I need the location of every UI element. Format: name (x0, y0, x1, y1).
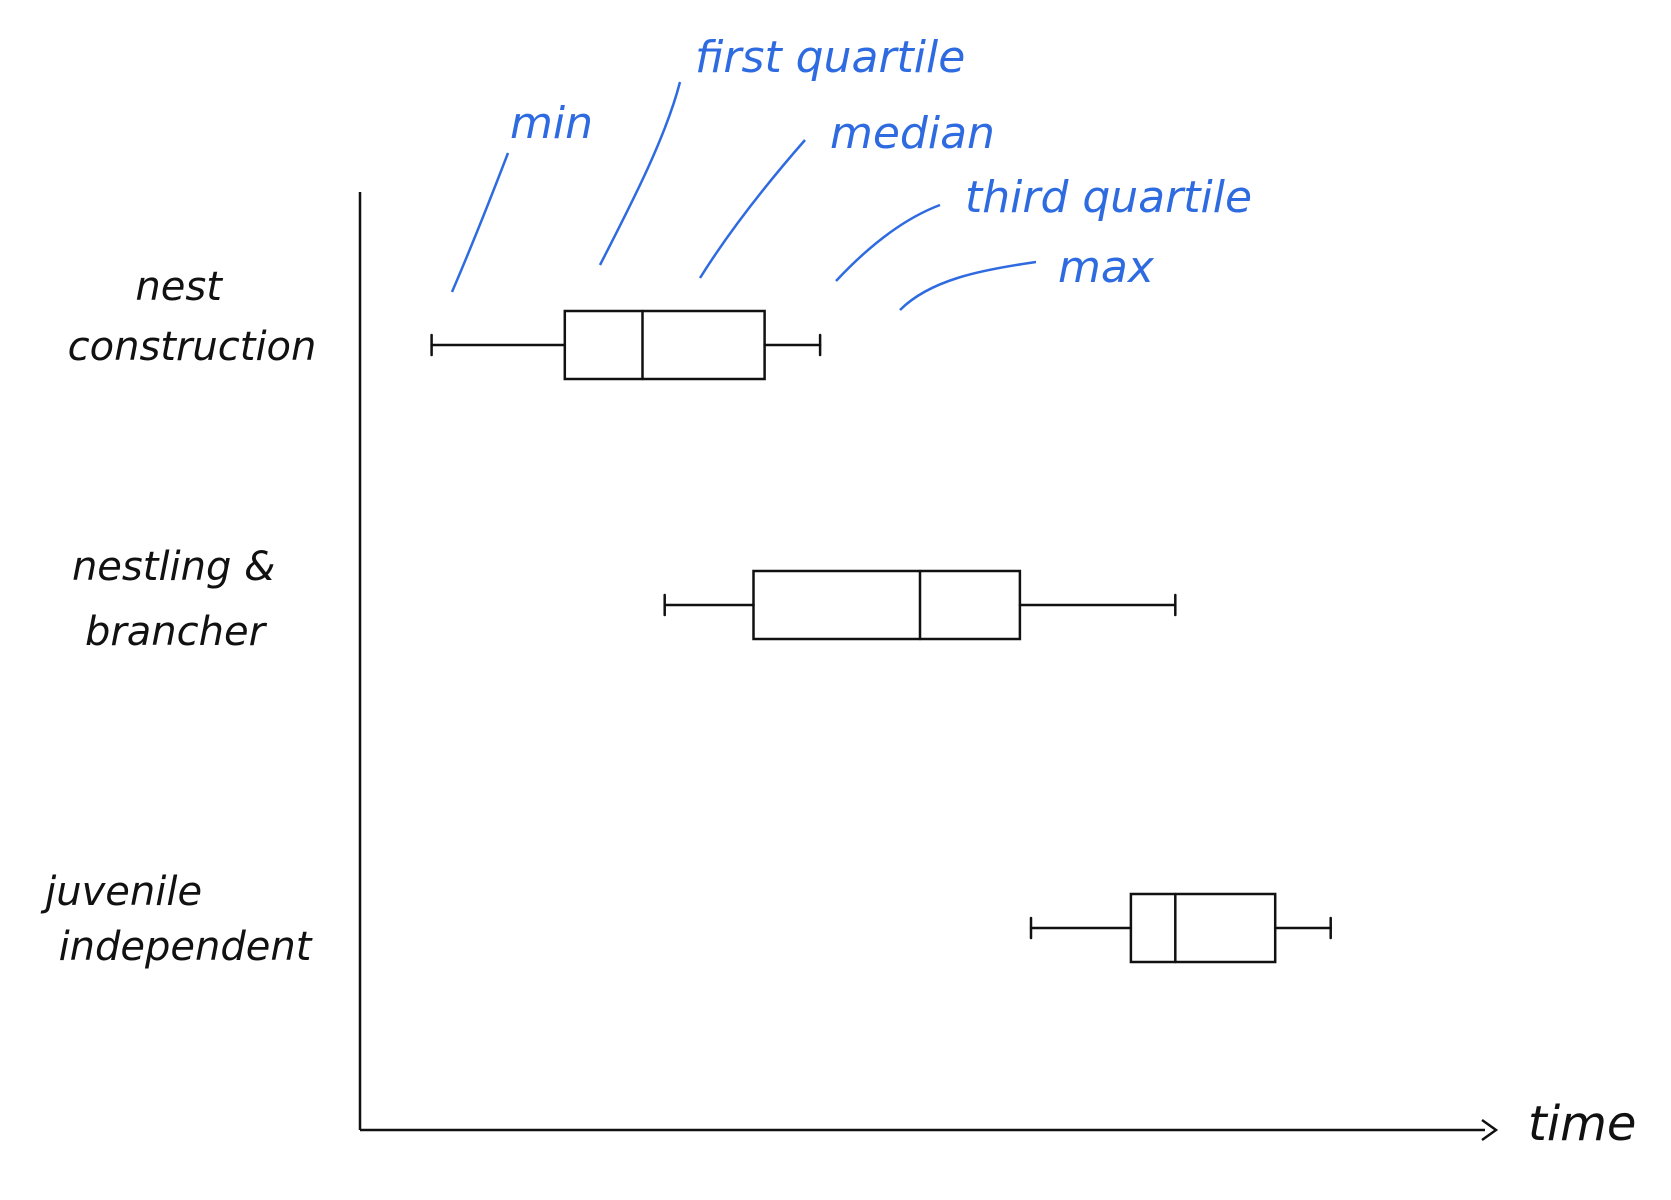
annotation-leader-first-quartile (598, 81, 682, 266)
category-label-line: juvenile (40, 869, 202, 915)
annotation-min: min (510, 98, 593, 149)
category-label-line: brancher (85, 609, 268, 655)
x-axis-label: time (1528, 1096, 1636, 1152)
box-iqr (563, 309, 766, 381)
axes: time (358, 192, 1636, 1152)
annotation-max: max (1058, 242, 1155, 293)
category-label-juvenile-independent: juvenile independent (40, 869, 313, 970)
box-group (663, 569, 1177, 641)
annotation-median: median (830, 108, 995, 159)
category-label-line: construction (68, 324, 317, 370)
annotation-third-quartile: third quartile (965, 172, 1252, 223)
category-labels: nest construction nestling & brancher ju… (40, 264, 316, 970)
category-label-nestling-brancher: nestling & brancher (72, 544, 288, 655)
box-iqr (752, 569, 1022, 641)
annotation-leader-min (450, 152, 510, 293)
annotation-first-quartile: first quartile (695, 32, 965, 83)
box-group (1029, 892, 1332, 964)
category-label-line: nestling & (72, 544, 275, 590)
category-label-nest-construction: nest construction (68, 264, 317, 370)
annotation-leader-max (899, 260, 1037, 311)
box-iqr (1129, 892, 1277, 964)
category-label-line: independent (59, 924, 313, 970)
annotation-leader-third-quartile (835, 203, 941, 282)
category-label-line: nest (135, 264, 223, 310)
annotation-leader-median (698, 139, 806, 279)
box-group (430, 309, 822, 381)
boxes (430, 309, 1332, 964)
x-axis-arrowhead (1481, 1118, 1499, 1142)
annotations: min first quartile median third quartile… (450, 32, 1252, 311)
